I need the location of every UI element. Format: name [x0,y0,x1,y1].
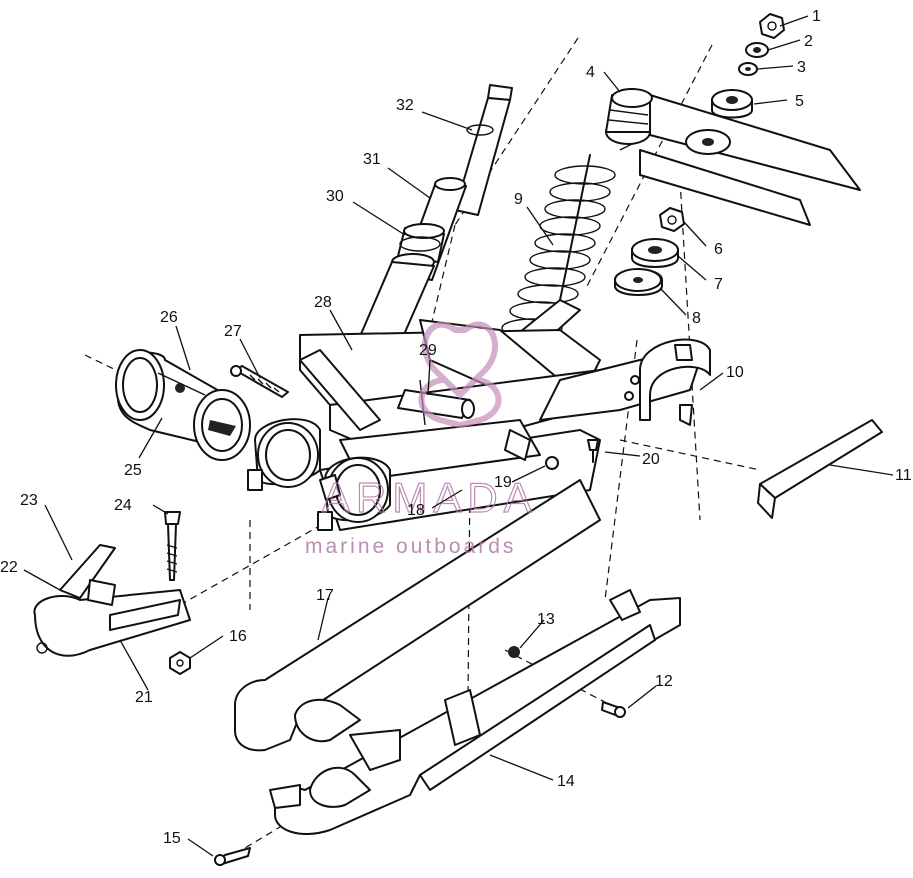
watermark-heart-icon [418,321,502,429]
callout-12: 12 [655,673,673,690]
callout-1: 1 [812,8,821,25]
callout-19: 19 [494,474,512,491]
upper-hardware [685,13,785,155]
watermark-tagline: marine outboards [305,535,516,558]
callout-11: 11 [895,467,912,484]
callout-18: 18 [407,502,425,519]
callout-6: 6 [714,241,723,258]
bolt-27 [230,365,289,398]
callout-17: 17 [316,587,334,604]
bearing-housing [115,349,251,461]
callout-2: 2 [804,33,813,50]
lower-rails [234,479,681,835]
watermark-brand: ARMADA [322,474,538,521]
callout-32: 32 [396,97,414,114]
callout-9: 9 [514,191,523,208]
mounting-bracket [33,544,191,657]
callout-14: 14 [557,773,575,790]
right-clamp [639,338,711,426]
callout-29: 29 [419,342,437,359]
callout-labels: 1 2 3 4 5 6 7 8 9 10 11 12 13 14 15 16 1… [0,8,912,847]
lower-shock-hardware [614,207,685,296]
callout-22: 22 [0,559,18,576]
callout-30: 30 [326,188,344,205]
callout-7: 7 [714,276,723,293]
callout-3: 3 [797,59,806,76]
callout-15: 15 [163,830,181,847]
callout-26: 26 [160,309,178,326]
callout-20: 20 [642,451,660,468]
watermark: ARMADA marine outboards [305,321,538,558]
callout-4: 4 [586,64,595,81]
callout-24: 24 [114,497,132,514]
callout-16: 16 [229,628,247,645]
callout-27: 27 [224,323,242,340]
callout-21: 21 [135,689,153,706]
fasteners [164,439,626,866]
spring [501,165,616,338]
callout-10: 10 [726,364,744,381]
callout-leaders [23,15,894,857]
callout-25: 25 [124,462,142,479]
callout-13: 13 [537,611,555,628]
callout-28: 28 [314,294,332,311]
shock-absorber [501,88,653,356]
callout-23: 23 [20,492,38,509]
callout-5: 5 [795,93,804,110]
clamp-rings [247,418,391,531]
callout-31: 31 [363,151,381,168]
callout-8: 8 [692,310,701,327]
square-tube [757,419,883,519]
